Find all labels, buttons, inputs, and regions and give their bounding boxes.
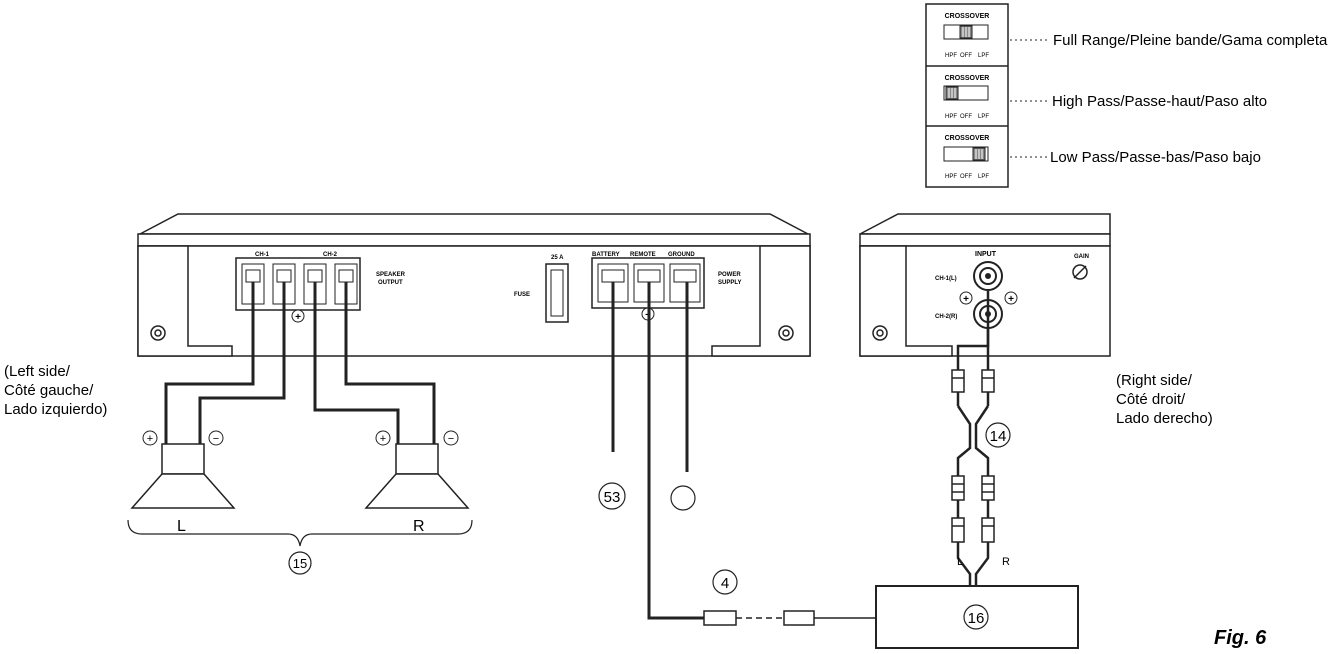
svg-text:+: + bbox=[1008, 294, 1014, 305]
pos-off: OFF bbox=[960, 53, 972, 59]
left-side-label: (Left side/ Côté gauche/ Lado izquierdo) bbox=[4, 363, 107, 418]
pos-lpf: LPF bbox=[978, 53, 989, 59]
speaker-output-label-2: OUTPUT bbox=[378, 280, 403, 286]
left-side-line-2: Côté gauche/ bbox=[4, 382, 94, 399]
callout-speakers: 15 bbox=[293, 556, 307, 571]
speakers-bracket bbox=[127, 519, 473, 547]
pos-hpf: HPF bbox=[945, 114, 957, 120]
ground-terminal-label: GROUND bbox=[668, 252, 695, 258]
crossover-title: CROSSOVER bbox=[945, 13, 990, 20]
left-side-line-1: (Left side/ bbox=[4, 363, 71, 380]
pos-hpf: HPF bbox=[945, 53, 957, 59]
crossover-option-high: High Pass/Passe-haut/Paso alto bbox=[1052, 93, 1267, 110]
gain-label: GAIN bbox=[1074, 254, 1089, 260]
crossover-title: CROSSOVER bbox=[945, 135, 990, 142]
rca-plugs bbox=[951, 369, 995, 543]
speaker-right bbox=[364, 443, 470, 509]
minus-icon: − bbox=[213, 433, 219, 445]
remote-terminal-label: REMOTE bbox=[630, 252, 656, 258]
svg-text:+: + bbox=[295, 312, 301, 323]
battery-terminal-label: BATTERY bbox=[592, 252, 620, 258]
right-side-line-3: Lado derecho) bbox=[1116, 410, 1213, 427]
crossover-panels: CROSSOVER HPF OFF LPF CROSSOVER HPF OFF … bbox=[925, 3, 1328, 188]
remote-connector bbox=[703, 610, 876, 626]
speaker-wires bbox=[164, 282, 436, 444]
fuse-rating: 25 A bbox=[551, 255, 564, 261]
right-side-line-2: Côté droit/ bbox=[1116, 391, 1186, 408]
source-unit: 16 bbox=[875, 585, 1079, 649]
power-supply-label: POWER bbox=[718, 272, 741, 278]
left-side-line-3: Lado izquierdo) bbox=[4, 401, 107, 418]
callout-battery: 53 bbox=[604, 489, 621, 506]
ch1-input-label: CH-1(L) bbox=[935, 276, 957, 282]
power-supply-label-2: SUPPLY bbox=[718, 280, 741, 286]
crossover-option-low: Low Pass/Passe-bas/Paso bajo bbox=[1050, 149, 1261, 166]
svg-text:+: + bbox=[963, 294, 969, 305]
rca-cables bbox=[956, 290, 990, 586]
speaker-left bbox=[130, 443, 236, 509]
rca-left-label: L bbox=[957, 556, 963, 568]
crossover-panel-full: CROSSOVER HPF OFF LPF bbox=[943, 13, 990, 59]
pos-off: OFF bbox=[960, 174, 972, 180]
speaker-left-label: L bbox=[177, 518, 186, 535]
right-side-label: (Right side/ Côté droit/ Lado derecho) bbox=[1116, 372, 1213, 427]
right-side-line-1: (Right side/ bbox=[1116, 372, 1193, 389]
ch1-label: CH-1 bbox=[255, 252, 270, 258]
callout-rca: 14 bbox=[990, 428, 1007, 445]
input-label: INPUT bbox=[975, 251, 997, 258]
ch2-input-label: CH-2(R) bbox=[935, 314, 957, 320]
speaker-polarity: + − + − bbox=[142, 430, 459, 446]
callout-source: 16 bbox=[968, 610, 985, 627]
crossover-panel-high: CROSSOVER HPF OFF LPF bbox=[943, 75, 990, 120]
pos-off: OFF bbox=[960, 114, 972, 120]
speaker-right-label: R bbox=[413, 518, 425, 535]
speaker-output-label: SPEAKER bbox=[376, 272, 406, 278]
minus-icon: − bbox=[448, 433, 454, 445]
crossover-panel-low: CROSSOVER HPF OFF LPF bbox=[943, 135, 990, 180]
amplifier-input-side bbox=[859, 213, 1111, 357]
ch2-label: CH-2 bbox=[323, 252, 338, 258]
pos-lpf: LPF bbox=[978, 114, 989, 120]
plus-icon: + bbox=[147, 433, 153, 445]
ground-callout-circle bbox=[670, 485, 696, 511]
pos-lpf: LPF bbox=[978, 174, 989, 180]
rca-right-label: R bbox=[1002, 556, 1010, 568]
pos-hpf: HPF bbox=[945, 174, 957, 180]
callout-remote: 4 bbox=[721, 575, 729, 592]
fuse-holder: 25 A FUSE bbox=[514, 255, 569, 323]
fuse-label: FUSE bbox=[514, 292, 530, 298]
power-wires bbox=[611, 282, 704, 620]
plus-icon: + bbox=[380, 433, 386, 445]
crossover-title: CROSSOVER bbox=[945, 75, 990, 82]
figure-label: Fig. 6 bbox=[1214, 627, 1267, 649]
crossover-option-full: Full Range/Pleine bande/Gama completa bbox=[1053, 32, 1328, 49]
